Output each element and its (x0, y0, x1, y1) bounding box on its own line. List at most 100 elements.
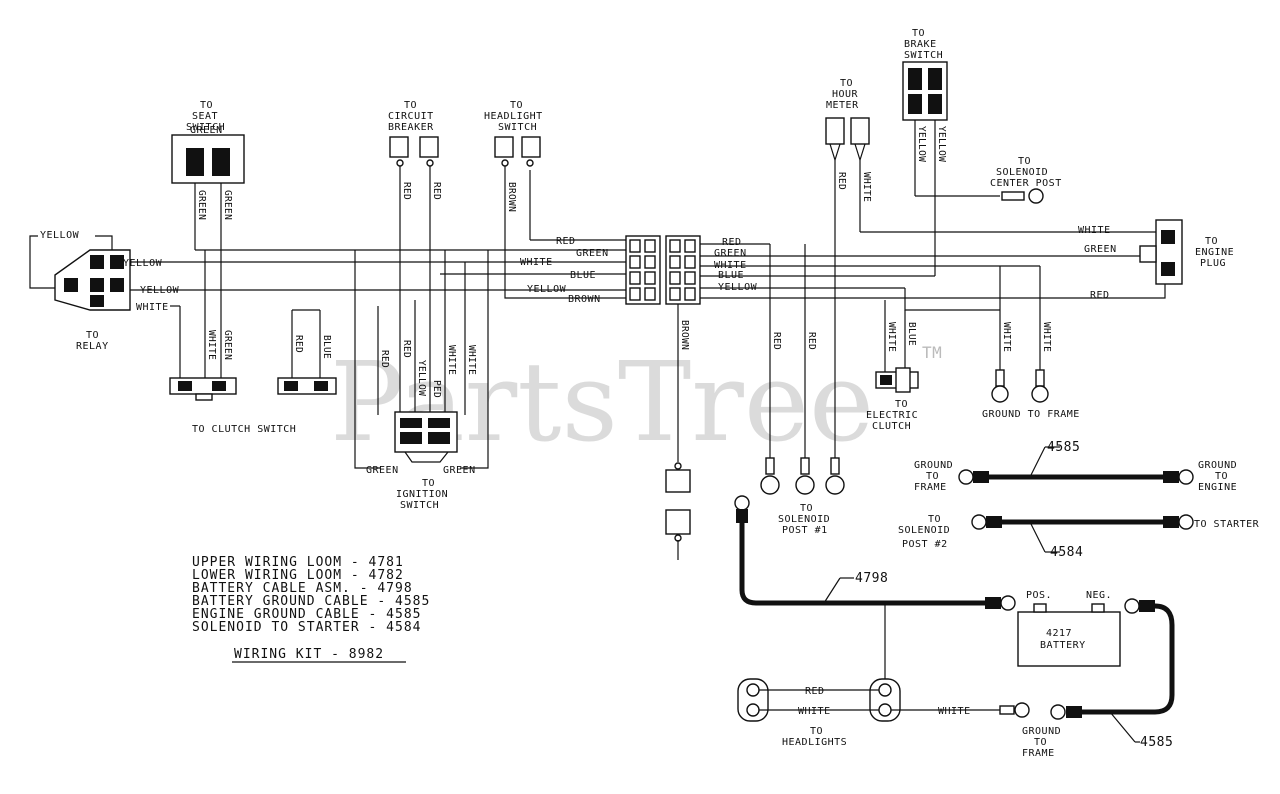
cable-4585-engine-ground: GROUND TO FRAME 4585 GROUND TO ENGINE (914, 440, 1237, 493)
label-right-green: GREEN (714, 248, 747, 259)
label-gfl-2: TO (926, 471, 939, 482)
watermark-tm: TM (922, 343, 942, 362)
label-sp2-3: POST #2 (902, 539, 948, 550)
red-blue-plug: RED BLUE (277, 335, 337, 395)
label-hl-white-2: WHITE (938, 706, 971, 717)
label-ec-1: TO (895, 399, 908, 410)
label-sp1-2: SOLENOID (778, 514, 830, 525)
label-bs-3: SWITCH (904, 50, 943, 61)
label-hm-white: WHITE (861, 172, 872, 202)
battery-neg: NEG. (1086, 590, 1112, 601)
cable-4798-battery: 4798 (734, 495, 1016, 611)
label-hm-1: TO (840, 78, 853, 89)
label-sp2-2: SOLENOID (898, 525, 950, 536)
label-seat-switch-2: SEAT (192, 111, 218, 122)
seat-switch-connector: TO SEAT SWITCH GREEN GREEN GREEN (171, 100, 245, 250)
label-seat-switch-1: TO (200, 100, 213, 111)
label-harness-brown: BROWN (568, 294, 601, 305)
battery-number: 4217 (1046, 628, 1072, 639)
parts-legend: UPPER WIRING LOOM - 4781 LOWER WIRING LO… (192, 555, 429, 663)
headlight-switch-connector: TO HEADLIGHT SWITCH BROWN (484, 100, 543, 212)
label-seat-green-r: GREEN (222, 190, 233, 220)
harness-wires (130, 165, 628, 469)
label-clutch-green: GREEN (222, 330, 233, 360)
hour-meter-connector: TO HOUR METER RED WHITE (825, 78, 872, 202)
label-ign-1: TO (422, 478, 435, 489)
label-gfb-3: FRAME (1022, 748, 1055, 759)
label-ep-2: ENGINE (1195, 247, 1234, 258)
label-4584: 4584 (1050, 545, 1083, 560)
label-ger-3: ENGINE (1198, 482, 1237, 493)
label-sp1-1: TO (800, 503, 813, 514)
ground-to-frame-terminals: WHITE WHITE GROUND TO FRAME (982, 322, 1079, 420)
label-bs-yellow-2: YELLOW (936, 126, 947, 162)
label-ign-ped: PED (431, 380, 442, 398)
label-cb-2: CIRCUIT (388, 111, 434, 122)
label-relay-white: WHITE (136, 302, 169, 313)
brake-switch-connector: TO BRAKE SWITCH YELLOW YELLOW (902, 28, 948, 162)
label-harness-white: WHITE (520, 257, 553, 268)
battery-pos: POS. (1026, 590, 1052, 601)
label-clutch-white: WHITE (206, 330, 217, 360)
label-plug-blue: BLUE (321, 335, 332, 359)
label-hs-3: SWITCH (498, 122, 537, 133)
center-connector-left (625, 235, 661, 305)
label-red-sol-2: RED (806, 332, 817, 350)
label-sp2-1: TO (928, 514, 941, 525)
label-hl-1: TO (810, 726, 823, 737)
legend-line-3: BATTERY CABLE ASM. - 4798 (192, 581, 413, 596)
label-brown-down: BROWN (679, 320, 690, 350)
solenoid-post1-terminals: TO SOLENOID POST #1 (760, 457, 845, 536)
label-ign-green-r: GREEN (443, 465, 476, 476)
label-ec-blue: BLUE (906, 322, 917, 346)
label-hl-red: RED (805, 686, 825, 697)
label-bs-yellow-1: YELLOW (916, 126, 927, 162)
relay-connector: YELLOW YELLOW YELLOW WHITE TO RELAY (29, 230, 179, 352)
label-cb-red-1: RED (401, 182, 412, 200)
label-hs-2: HEADLIGHT (484, 111, 543, 122)
label-right-red: RED (722, 237, 742, 248)
label-hm-red: RED (836, 172, 847, 190)
label-4585-b: 4585 (1140, 735, 1173, 750)
label-ign-yellow: YELLOW (416, 360, 427, 396)
battery-name: BATTERY (1040, 640, 1086, 651)
label-hs-brown: BROWN (506, 182, 517, 212)
cable-4585-battery-ground: 4585 GROUND TO FRAME (1022, 598, 1175, 759)
label-ger-2: TO (1215, 471, 1228, 482)
ignition-switch-connector: RED RED YELLOW PED WHITE WHITE GREEN GRE… (366, 340, 477, 511)
engine-plug-connector: WHITE GREEN RED TO ENGINE PLUG (1078, 219, 1234, 301)
legend-line-6: SOLENOID TO STARTER - 4584 (192, 620, 422, 635)
electric-clutch-connector: WHITE BLUE TO ELECTRIC CLUTCH (866, 322, 919, 432)
label-4798: 4798 (855, 571, 888, 586)
label-seat-green-l: GREEN (196, 190, 207, 220)
label-right-blue: BLUE (718, 270, 744, 281)
label-seat-switch-3: SWITCH (186, 122, 225, 133)
circuit-breaker-connector: TO CIRCUIT BREAKER RED RED (388, 100, 442, 200)
brown-inline-connector (665, 462, 691, 560)
label-ep-green: GREEN (1084, 244, 1117, 255)
label-ign-white-1: WHITE (446, 345, 457, 375)
label-ign-2: IGNITION (396, 489, 448, 500)
label-ec-white: WHITE (886, 322, 897, 352)
battery: POS. NEG. 4217 BATTERY (1017, 590, 1121, 667)
label-bs-1: TO (912, 28, 925, 39)
label-sc-3: CENTER POST (990, 178, 1062, 189)
label-seat-green: GREEN (190, 125, 223, 136)
solenoid-center-terminal: TO SOLENOID CENTER POST (990, 156, 1062, 204)
wiring-kit-label: WIRING KIT - 8982 (234, 647, 384, 662)
label-gf-white-1: WHITE (1001, 322, 1012, 352)
label-harness-green: GREEN (576, 248, 609, 259)
clutch-switch-connector: WHITE GREEN TO CLUTCH SWITCH (169, 330, 296, 435)
label-hm-3: METER (826, 100, 859, 111)
label-ep-white: WHITE (1078, 225, 1111, 236)
label-to-starter: TO STARTER (1194, 519, 1260, 530)
label-ep-red: RED (1090, 290, 1110, 301)
label-gfb-2: TO (1034, 737, 1047, 748)
label-right-yellow: YELLOW (718, 282, 758, 293)
label-cb-red-2: RED (431, 182, 442, 200)
label-hl-2: HEADLIGHTS (782, 737, 847, 748)
label-harness-red: RED (556, 236, 576, 247)
label-sc-1: TO (1018, 156, 1031, 167)
label-ign-red-2: RED (401, 340, 412, 358)
